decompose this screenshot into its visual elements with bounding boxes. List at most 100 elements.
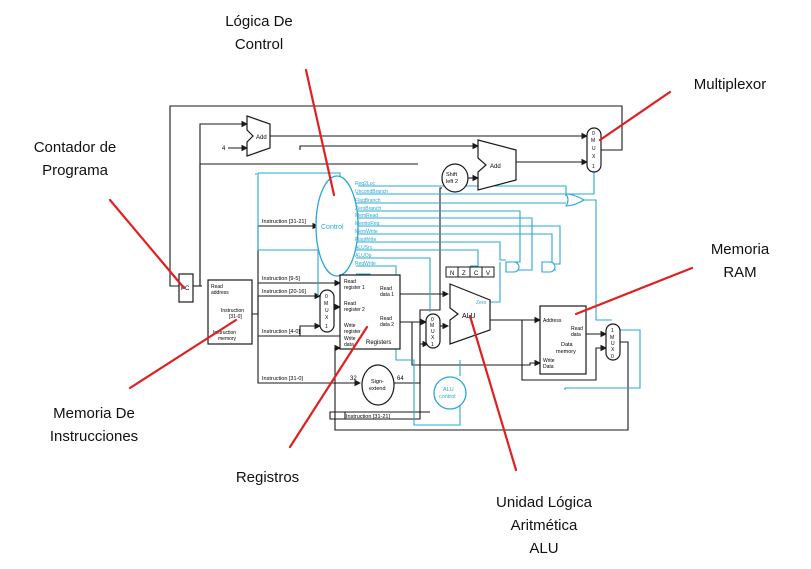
callout-multiplexor: Multiplexor xyxy=(693,76,767,93)
callout-line-pc xyxy=(108,198,186,290)
flag-label-z: Z xyxy=(462,271,466,277)
mux-reg-u: U xyxy=(325,308,329,314)
control-unit-label: Control xyxy=(321,224,344,231)
datapath-wires xyxy=(169,105,629,431)
dmem-title-b: memory xyxy=(556,349,576,355)
control-signal-regwrite: RegWrite xyxy=(355,261,376,267)
pc-block xyxy=(178,273,194,303)
imem-title-1: Instruction xyxy=(213,330,236,336)
reg-write-register-a: Write xyxy=(344,323,356,329)
control-signal-aluop: ALUOp xyxy=(355,253,372,259)
alu-control-block xyxy=(433,376,467,410)
callout-line-registers xyxy=(288,325,369,449)
mux-reg-digit-1: 1 xyxy=(325,324,328,330)
mux-alu-u: U xyxy=(431,329,435,335)
callout-line-imem xyxy=(128,318,238,390)
alu-zero-label: Zero xyxy=(476,300,487,306)
constant-four: 4 xyxy=(222,146,226,152)
dmem-read-data-b: data xyxy=(571,332,581,338)
reg-read-register-1-b: register 1 xyxy=(344,285,365,291)
shift-left-label-1: Shift xyxy=(446,172,457,178)
alu-label: ALU xyxy=(462,313,476,320)
imem-instruction-1: Instruction xyxy=(221,308,244,314)
reg-read-register-2-b: register 2 xyxy=(344,307,365,313)
imem-read-address-1: Read xyxy=(211,284,223,290)
mux-alu-m: M xyxy=(430,323,434,329)
control-signal-flagbranch: FlagBranch xyxy=(355,198,381,204)
dmem-write-data-b: Data xyxy=(543,364,554,370)
control-signal-zerobranch: ZeroBranch xyxy=(355,206,381,212)
flag-label-c: C xyxy=(474,271,479,277)
pc-label: PC xyxy=(181,286,190,292)
register-file-block xyxy=(339,274,401,350)
flag-label-v: V xyxy=(486,271,490,277)
alu-control-label-2: control xyxy=(439,394,456,400)
mux-pc-block xyxy=(586,127,602,173)
mux-alu-digit-0: 0 xyxy=(431,317,434,323)
shift-left-label-2: left 2 xyxy=(446,179,458,185)
mux-pc-digit-1: 1 xyxy=(592,164,595,170)
callout-line-control xyxy=(304,68,336,197)
field-4-0: Instruction [4-0] xyxy=(262,329,300,335)
callout-line-ram xyxy=(574,266,694,316)
or-gate xyxy=(564,193,586,207)
sign-extend-label-1: Sign- xyxy=(371,379,384,385)
flag-label-n: N xyxy=(450,271,454,277)
field-31-0: Instruction [31-0] xyxy=(262,376,303,382)
mux-pc-m: M xyxy=(591,138,595,144)
adder-pc-block xyxy=(246,115,271,157)
callout-lines xyxy=(108,68,694,472)
callout-control-logic: Lógica De Control xyxy=(225,13,293,53)
reg-write-data-a: Write xyxy=(344,336,356,342)
sign-extend-block xyxy=(361,364,395,406)
field-20-16: Instruction [20-16] xyxy=(262,289,306,295)
callout-line-alu xyxy=(468,314,518,472)
control-unit-block xyxy=(315,175,359,277)
mux-wb-digit-1: 1 xyxy=(611,328,614,334)
sign-extend-label-2: extend xyxy=(369,386,386,392)
reg-read-data-2-b: data 2 xyxy=(380,322,394,328)
dmem-read-data-a: Read xyxy=(571,326,583,332)
mux-wb-u: U xyxy=(611,341,615,347)
imem-title-2: memory xyxy=(218,336,237,342)
reg-read-data-1-a: Read xyxy=(380,286,392,292)
callout-program-counter: Contador de Programa xyxy=(33,139,117,179)
field-9-5: Instruction [9-5] xyxy=(262,276,300,282)
alu-block xyxy=(449,283,491,345)
and-gate-2 xyxy=(541,261,556,273)
sign-extend-out-width: 64 xyxy=(397,376,404,382)
mux-pc-u: U xyxy=(592,146,596,152)
callout-alu: Unidad Lógica Aritmética ALU xyxy=(496,494,592,557)
control-signal-labels: Reg2LocUncondBranchFlagBranchZeroBranchM… xyxy=(355,181,388,267)
adder-branch-block xyxy=(477,139,517,191)
control-signal-memread: MemRead xyxy=(355,213,378,219)
data-memory-block xyxy=(539,305,587,375)
mux-register-block xyxy=(319,289,335,333)
dmem-write-data-a: Write xyxy=(543,358,555,364)
mux-reg-digit-0: 0 xyxy=(325,294,328,300)
adder-branch-label: Add xyxy=(490,164,501,170)
reg-title: Registers xyxy=(366,340,391,346)
mux-reg-m: M xyxy=(324,301,328,307)
reg-write-register-b: register xyxy=(344,329,361,335)
reg-write-data-b: data xyxy=(344,342,354,348)
reg-read-register-2-a: Read xyxy=(344,301,356,307)
mux-wb-x: X xyxy=(611,347,615,353)
imem-instruction-2: [31-0] xyxy=(229,314,242,320)
control-signal-uncondbranch: UncondBranch xyxy=(355,189,388,195)
reg-read-register-1-a: Read xyxy=(344,279,356,285)
control-signal-memtoreg: MemtoReg xyxy=(355,221,380,227)
control-signal-memwrite: MemWrite xyxy=(355,229,378,235)
imem-read-address-2: address xyxy=(211,290,229,296)
mux-wb-m: M xyxy=(610,335,614,341)
and-gate-1 xyxy=(505,261,520,273)
mux-alu-x: X xyxy=(431,335,435,341)
mux-pc-x: X xyxy=(592,154,596,160)
reg-read-data-2-a: Read xyxy=(380,316,392,322)
control-signal-flagwrite: FlagWrite xyxy=(355,237,377,243)
mux-writeback-block xyxy=(605,323,621,361)
control-signal-reg2loc: Reg2Loc xyxy=(355,181,376,187)
callout-ram: Memoria RAM xyxy=(710,241,770,281)
